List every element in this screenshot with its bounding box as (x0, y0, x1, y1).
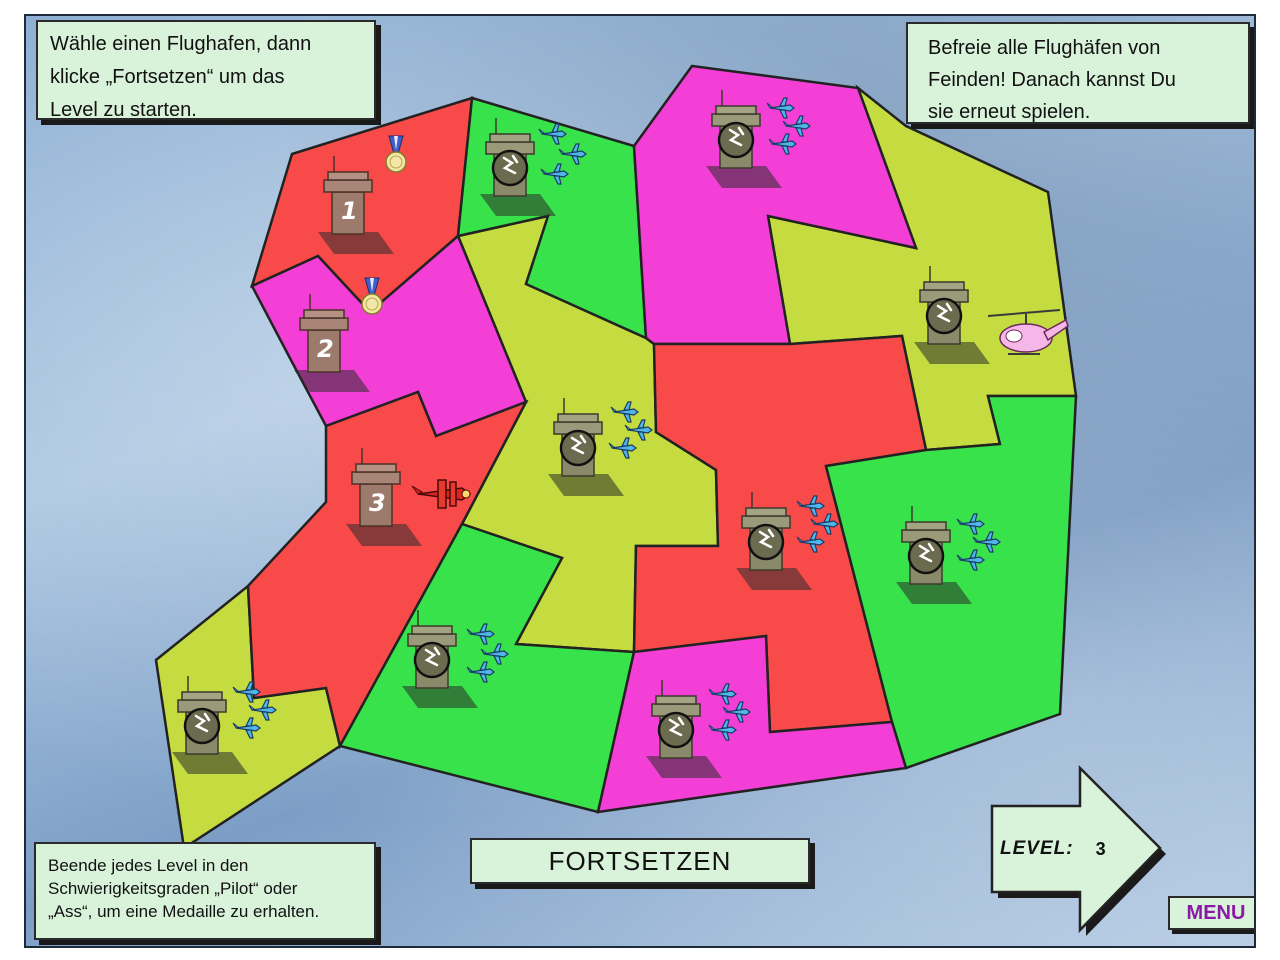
continue-button[interactable]: FORTSETZEN (470, 838, 810, 884)
game-screen: 1 2 3 (24, 14, 1256, 948)
airport-3-number: 3 (369, 489, 386, 517)
airport-2-number: 2 (317, 335, 334, 363)
airport-3[interactable]: 3 (345, 447, 423, 547)
hint-panel-select-airport: Wähle einen Flughafen, dann klicke „Fort… (36, 20, 376, 121)
level-value: 3 (1095, 838, 1107, 859)
level-label: LEVEL: (1000, 838, 1074, 859)
airport-1-number: 1 (341, 197, 358, 225)
level-arrow (990, 764, 1162, 934)
hint-panel-medal: Beende jedes Level in den Schwierigkeits… (34, 842, 376, 940)
menu-button[interactable]: MENU (1168, 896, 1254, 930)
hint-text: Befreie alle Flughäfen von Feinden! Dana… (928, 37, 1176, 123)
hint-text: Wähle einen Flughafen, dann klicke „Fort… (50, 33, 312, 121)
map-regions (154, 64, 1078, 851)
airport-2[interactable]: 2 (293, 293, 371, 393)
player-plane-icon (411, 479, 472, 509)
hint-text: Beende jedes Level in den Schwierigkeits… (48, 856, 320, 921)
region-pink-top[interactable] (632, 64, 918, 346)
helicopter-icon (987, 309, 1069, 355)
level-indicator: LEVEL: 3 (1000, 834, 1130, 864)
hint-panel-free-airports: Befreie alle Flughäfen von Feinden! Dana… (906, 22, 1250, 124)
airport-1[interactable]: 1 (317, 155, 395, 255)
world-map: 1 2 3 (154, 64, 1166, 936)
